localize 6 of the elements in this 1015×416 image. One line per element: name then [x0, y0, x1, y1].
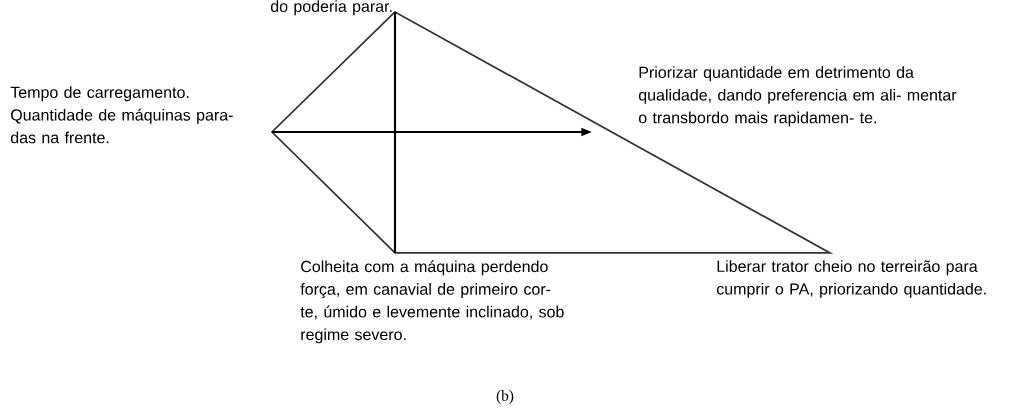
note-text: do poderia parar. — [270, 0, 392, 16]
note-text: Priorizar quantidade em detrimento da qualidade, dando preferencia em ali- mentar o transbordo mais rapidamen- te. — [638, 66, 957, 127]
note-text: Colheita com a máquina perdendo força, em canavial de primeiro cor- te, úmido e levemente inclinado, sob regime severo. — [300, 260, 564, 344]
caption: (b) — [496, 390, 514, 404]
note-text: Liberar trator cheio no terreirão para cumprir o PA, priorizando quantidade. — [716, 260, 986, 298]
note-text: Tempo de carregamento. Quantidade de máquinas para- das na frente. — [10, 86, 233, 144]
